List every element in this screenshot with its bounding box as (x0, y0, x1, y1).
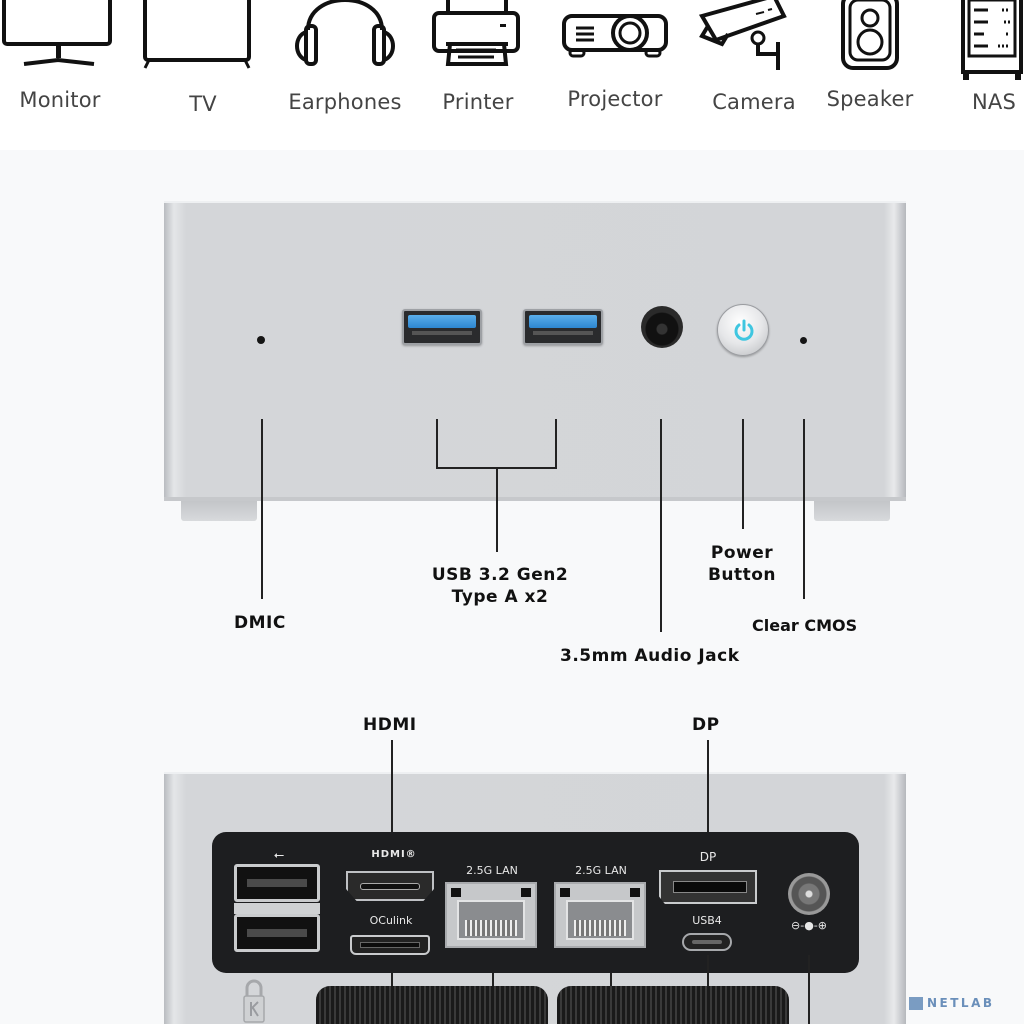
callout-power: Power Button (700, 542, 784, 586)
leader-cmos (803, 419, 805, 599)
power-button (717, 304, 769, 356)
device-label-tv: TV (189, 92, 217, 116)
callout-hdmi: HDMI (363, 715, 417, 735)
speaker-icon (840, 0, 902, 72)
device-label-monitor: Monitor (19, 88, 101, 112)
hdmi-port (346, 871, 434, 901)
callout-power-line1: Power (710, 543, 774, 563)
dc-polarity-icon: ⊖-●-⊕ (791, 919, 827, 932)
oculink-port (350, 935, 430, 955)
device-label-printer: Printer (442, 90, 514, 114)
air-vent-left (316, 986, 548, 1024)
device-label-speaker: Speaker (826, 87, 914, 111)
security-camera-icon (698, 0, 794, 76)
leader-power (742, 419, 744, 529)
leader-dc (808, 955, 810, 1024)
nas-server-icon (960, 0, 1024, 82)
lan-port-1 (445, 882, 537, 948)
leader-lan2 (610, 973, 612, 987)
displayport-port (659, 870, 757, 904)
usb-symbol-icon: ⭠ (273, 848, 285, 863)
callout-usb-line1: USB 3.2 Gen2 (431, 565, 569, 585)
lan1-label: 2.5G LAN (466, 864, 518, 877)
leader-usb-right (555, 419, 557, 469)
lan2-label: 2.5G LAN (575, 864, 627, 877)
callout-dmic: DMIC (234, 613, 286, 633)
leader-lan1 (492, 973, 494, 987)
device-label-nas: NAS (971, 90, 1017, 114)
dp-port-label: DP (699, 850, 717, 864)
clear-cmos-hole (800, 337, 807, 344)
netlab-brand: NETLAB (927, 996, 995, 1010)
oculink-label: OCulink (369, 914, 413, 927)
leader-dp (707, 740, 709, 835)
device-foot-right (814, 501, 890, 521)
power-icon (734, 319, 754, 341)
leader-hdmi (391, 740, 393, 835)
usb-a-port-front-2 (523, 309, 603, 345)
usb-a-port-front-1 (402, 309, 482, 345)
tv-icon (143, 0, 251, 72)
mini-pc-front (164, 201, 906, 501)
callout-usb-line2: Type A x2 (451, 587, 549, 607)
callout-power-line2: Button (707, 565, 777, 585)
audio-jack-port (641, 306, 683, 348)
usb4-port (682, 933, 732, 951)
usb-stack-divider (234, 903, 320, 914)
device-label-earphones: Earphones (288, 90, 402, 114)
device-label-camera: Camera (712, 90, 796, 114)
device-label-projector: Projector (567, 87, 663, 111)
netlab-logo-square (909, 996, 923, 1010)
leader-dmic (261, 419, 263, 599)
dmic-hole (257, 336, 265, 344)
callout-clear-cmos: Clear CMOS (752, 616, 858, 635)
kensington-lock-icon (242, 978, 266, 1024)
callout-usb: USB 3.2 Gen2 Type A x2 (420, 564, 580, 608)
leader-audio (660, 419, 662, 632)
usb-a-port-rear-2 (234, 914, 320, 952)
usb-a-port-rear-1 (234, 864, 320, 902)
callout-audio-jack: 3.5mm Audio Jack (560, 646, 740, 666)
air-vent-right (557, 986, 789, 1024)
leader-usb-stem (496, 467, 498, 552)
hdmi-logo: HDMI® (371, 849, 417, 860)
callout-dp: DP (692, 715, 720, 735)
device-foot-left (181, 501, 257, 521)
printer-icon (432, 0, 522, 70)
dc-power-jack (788, 873, 830, 915)
device-compatibility-strip (0, 0, 1024, 150)
headphones-icon (294, 0, 396, 72)
monitor-icon (2, 0, 114, 70)
projector-icon (562, 0, 668, 60)
netlab-watermark: NETLAB (909, 996, 995, 1010)
lan-port-2 (554, 882, 646, 948)
leader-oculink (391, 973, 393, 987)
usb4-label: USB4 (692, 914, 722, 927)
leader-usb-left (436, 419, 438, 469)
